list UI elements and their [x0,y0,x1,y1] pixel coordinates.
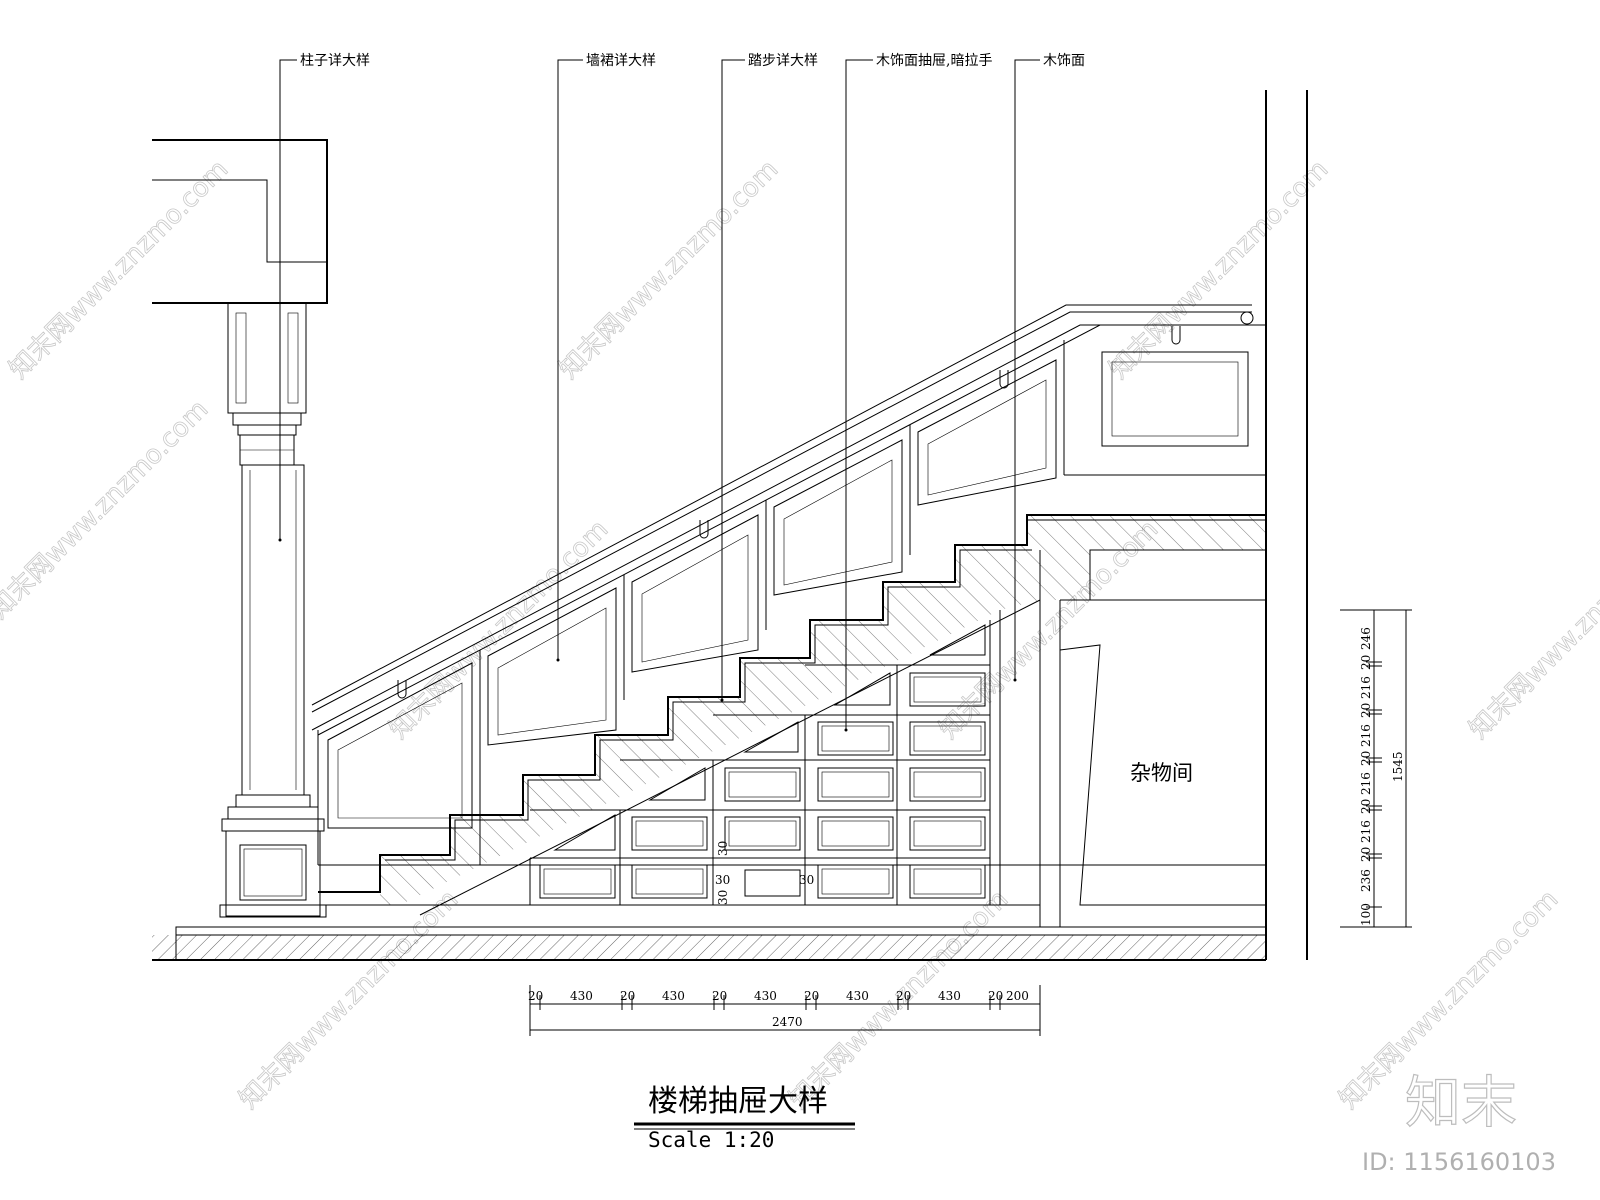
dim-v-4: 20 [1359,799,1373,814]
dim-h-4: 20 [712,989,727,1003]
room-label: 杂物间 [1130,761,1193,785]
title-block: 楼梯抽屉大样 Scale 1:20 [634,1084,855,1152]
dim-h-11: 200 [1006,989,1029,1003]
dim-h-10: 20 [988,989,1003,1003]
callout-column-label: 柱子详大样 [300,53,370,69]
dim-drawer-1: 30 [716,890,730,905]
dim-v-1: 236 [1359,869,1373,892]
watermark-text: 知末网www.znzmo.com [384,514,615,745]
dim-v-9: 216 [1359,676,1373,699]
dim-v-2: 20 [1359,847,1373,862]
callout-drawer-label: 木饰面抽屉,暗拉手 [876,53,992,69]
watermark-text: 知末网www.znzmo.com [4,154,235,385]
dim-h-1: 430 [570,989,593,1003]
watermark-text: 知末网www.znzmo.com [1464,514,1600,745]
dim-h-3: 430 [662,989,685,1003]
horizontal-dimension: 20 430 20 430 20 430 20 430 20 430 20 20… [528,985,1041,1036]
column [219,302,327,918]
watermark-text: 知末网www.znzmo.com [554,154,785,385]
image-id: ID: 1156160103 [1362,1148,1556,1176]
drawer-detail-dimension: 30 30 30 30 [715,841,814,905]
dim-v-5: 216 [1359,772,1373,795]
dim-v-10: 20 [1359,655,1373,670]
watermark-text: 知末网www.znzmo.com [0,394,214,625]
vertical-dimension: 100 236 20 216 20 216 20 216 20 216 20 2… [1340,609,1412,928]
dim-h-9: 430 [938,989,961,1003]
callout-tread-label: 踏步详大样 [748,53,818,69]
watermark-text: 知末网www.znzmo.com [234,884,465,1115]
floor [152,926,1267,961]
wainscot-panels [317,324,1266,866]
dim-v-0: 100 [1359,903,1373,926]
stair-section [318,514,1267,927]
brand-logo: 知末 [1405,1071,1517,1136]
dim-h-5: 430 [754,989,777,1003]
drawing-title: 楼梯抽屉大样 [648,1084,828,1119]
callouts: 柱子详大样 墙裙详大样 踏步详大样 木饰面抽屉,暗拉手 木饰面 [278,53,1085,732]
drawing-scale: Scale 1:20 [648,1128,774,1152]
dim-v-7: 216 [1359,724,1373,747]
dim-h-2: 20 [620,989,635,1003]
dim-h-7: 430 [846,989,869,1003]
dim-h-8: 20 [896,989,911,1003]
dim-drawer-2: 30 [715,873,730,887]
dim-v-3: 216 [1359,820,1373,843]
dim-drawer-0: 30 [716,841,730,856]
dim-h-total: 2470 [772,1015,803,1029]
dim-v-11: 246 [1359,627,1373,650]
dim-h-6: 20 [804,989,819,1003]
dim-v-8: 20 [1359,703,1373,718]
dim-v-6: 20 [1359,751,1373,766]
dim-h-0: 20 [528,989,543,1003]
drawer-unit [529,610,1001,905]
dim-v-total: 1545 [1391,751,1405,782]
callout-veneer-label: 木饰面 [1043,53,1085,69]
callout-wainscot-label: 墙裙详大样 [586,53,656,69]
dim-drawer-3: 30 [799,873,814,887]
watermark-text: 知末网www.znzmo.com [1104,154,1335,385]
